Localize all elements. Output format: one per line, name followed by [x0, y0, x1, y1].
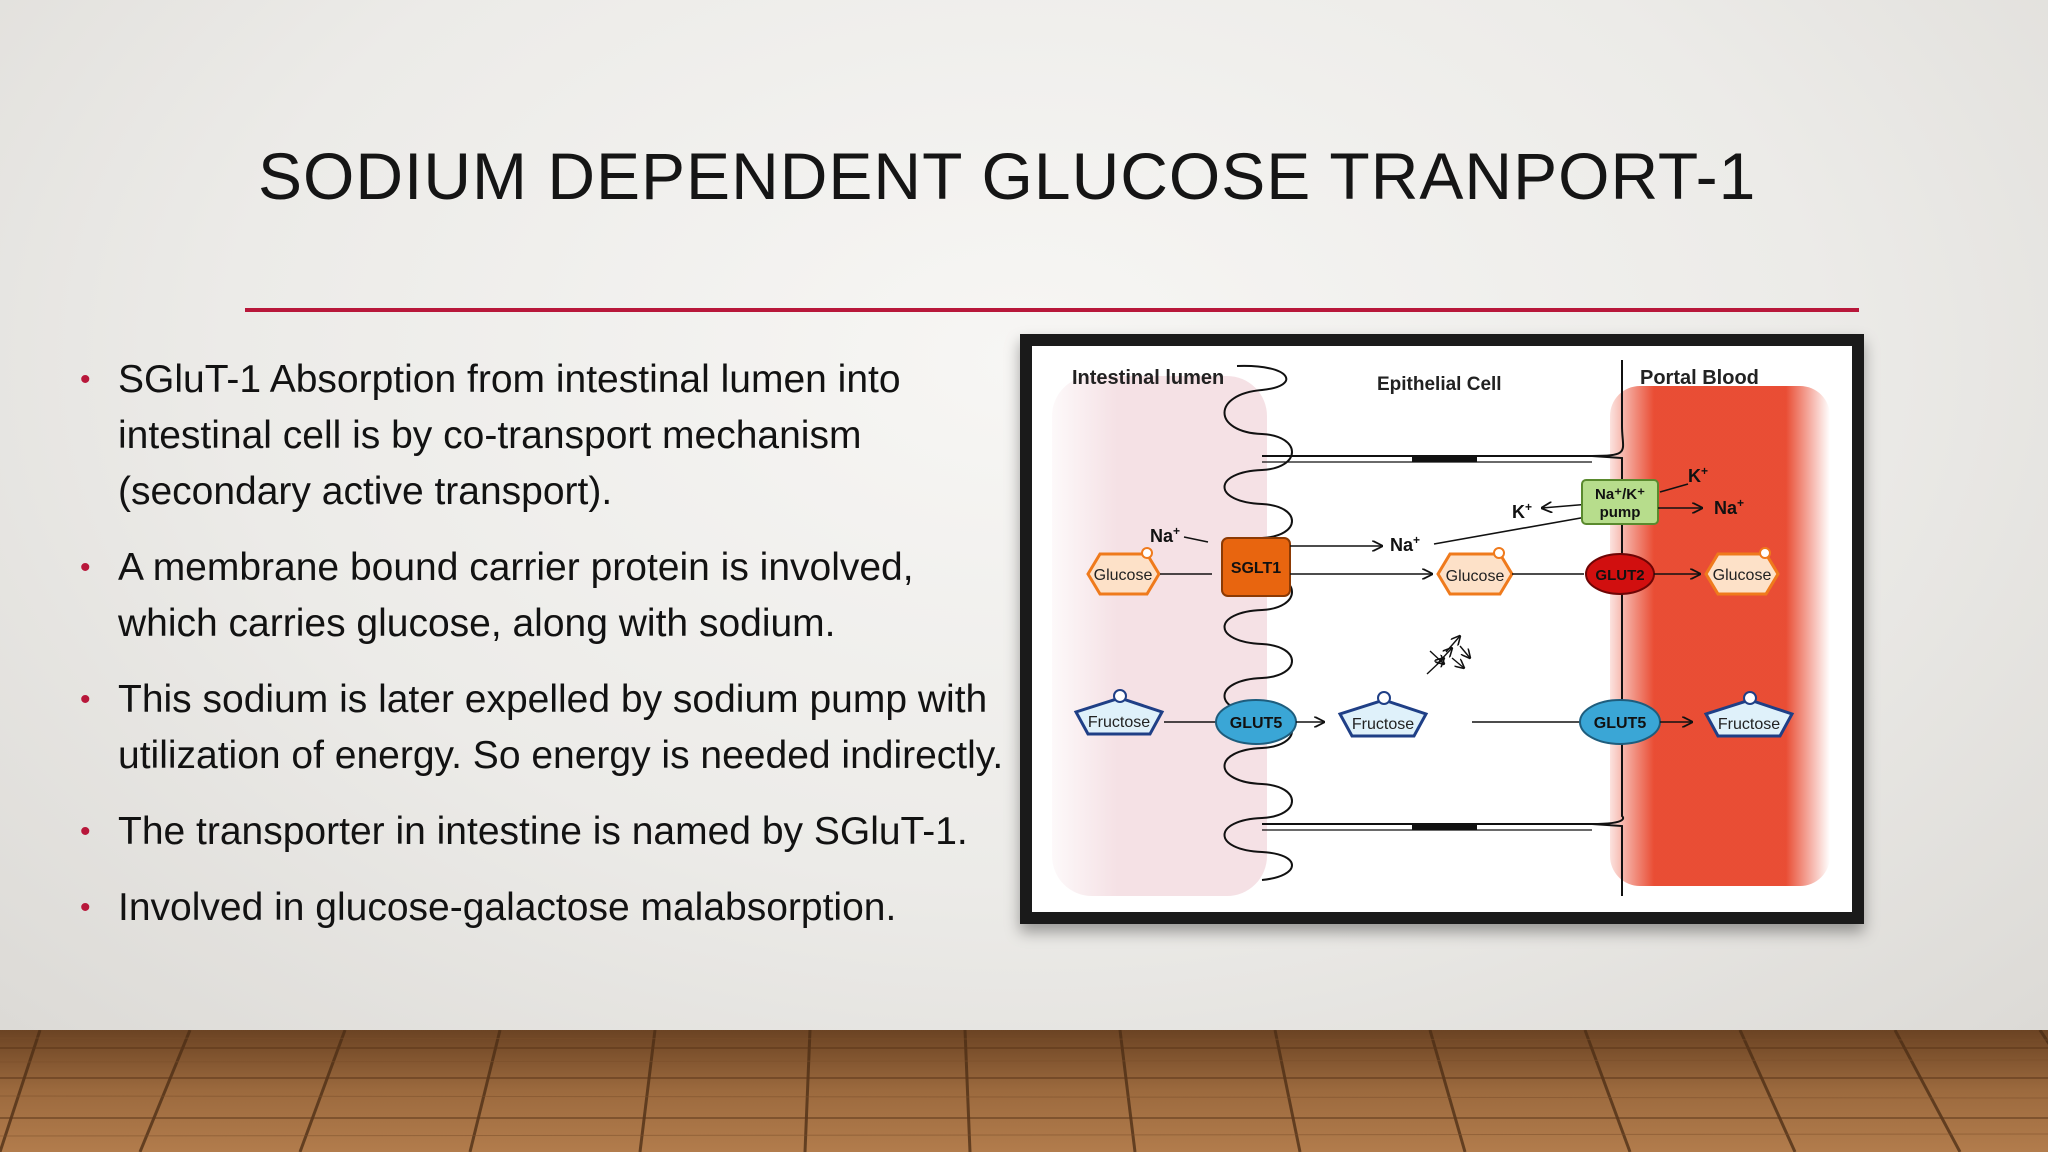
tight-junction — [1412, 455, 1477, 462]
bullet-list: • SGluT-1 Absorption from intestinal lume… — [76, 352, 1006, 956]
sglt1-transporter — [1221, 537, 1291, 597]
fructose-pentagon-lumen — [1073, 696, 1165, 736]
glucose-label: Glucose — [1094, 567, 1153, 584]
wood-floor — [0, 1030, 2048, 1152]
lumen-region — [1052, 376, 1267, 896]
slide-title: SODIUM DEPENDENT GLUCOSE TRANPORT-1 — [258, 139, 1757, 213]
na-cell-label: Na+ — [1390, 533, 1420, 555]
diffusion-arrows — [1426, 636, 1470, 675]
k-blood-label: K+ — [1688, 464, 1708, 486]
transport-diagram-frame: Intestinal lumen Epithelial Cell Portal … — [1020, 334, 1864, 924]
na-label: Na+ — [1150, 524, 1180, 546]
fructose-label: Fructose — [1718, 716, 1780, 733]
bullet-text: Involved in glucose-galactose malabsorpt… — [118, 886, 897, 929]
pump-label-line2: pump — [1600, 504, 1641, 521]
glucose-label: Glucose — [1446, 568, 1505, 585]
bullet-dot-icon: • — [80, 815, 91, 848]
lumen-label: Intestinal lumen — [1072, 367, 1224, 389]
bullet-item: • This sodium is later expelled by sodium… — [76, 672, 1006, 784]
glut2-label: GLUT2 — [1595, 567, 1644, 584]
fructose-label: Fructose — [1352, 716, 1414, 733]
bullet-text: SGluT-1 Absorption from intestinal lumen… — [118, 358, 901, 513]
blood-label: Portal Blood — [1640, 367, 1759, 389]
bullet-dot-icon: • — [80, 891, 91, 924]
glucose-label: Glucose — [1713, 567, 1772, 584]
cell-label: Epithelial Cell — [1377, 374, 1502, 395]
bullet-item: • The transporter in intestine is named b… — [76, 804, 1006, 860]
bullet-dot-icon: • — [80, 683, 91, 716]
fructose-pentagon-cell — [1337, 698, 1429, 738]
fructose-pentagon-blood — [1703, 698, 1795, 738]
pump-label-line1: Na⁺/K⁺ — [1595, 486, 1645, 503]
basolateral-membrane — [1591, 360, 1625, 896]
bullet-item: • A membrane bound carrier protein is inv… — [76, 540, 1006, 652]
tight-junction — [1412, 823, 1477, 830]
apical-membrane — [1223, 364, 1293, 881]
fructose-label: Fructose — [1088, 714, 1150, 731]
na-blood-label: Na+ — [1714, 496, 1744, 518]
bullet-text: A membrane bound carrier protein is invo… — [118, 546, 914, 645]
bullet-item: • Involved in glucose-galactose malabsorp… — [76, 880, 1006, 936]
sglt1-label: SGLT1 — [1231, 560, 1281, 577]
transport-diagram: Intestinal lumen Epithelial Cell Portal … — [1032, 346, 1852, 912]
na-k-pump — [1581, 479, 1659, 525]
bullet-text: This sodium is later expelled by sodium … — [118, 678, 1004, 777]
bullet-item: • SGluT-1 Absorption from intestinal lume… — [76, 352, 1006, 520]
glut5-label: GLUT5 — [1230, 715, 1283, 732]
blood-region — [1610, 386, 1830, 886]
bullet-dot-icon: • — [80, 551, 91, 584]
bullet-text: The transporter in intestine is named by… — [118, 810, 968, 853]
glut5-label: GLUT5 — [1594, 715, 1647, 732]
k-cell-label: K+ — [1512, 500, 1532, 522]
title-underline — [245, 308, 1859, 312]
bullet-dot-icon: • — [80, 363, 91, 396]
